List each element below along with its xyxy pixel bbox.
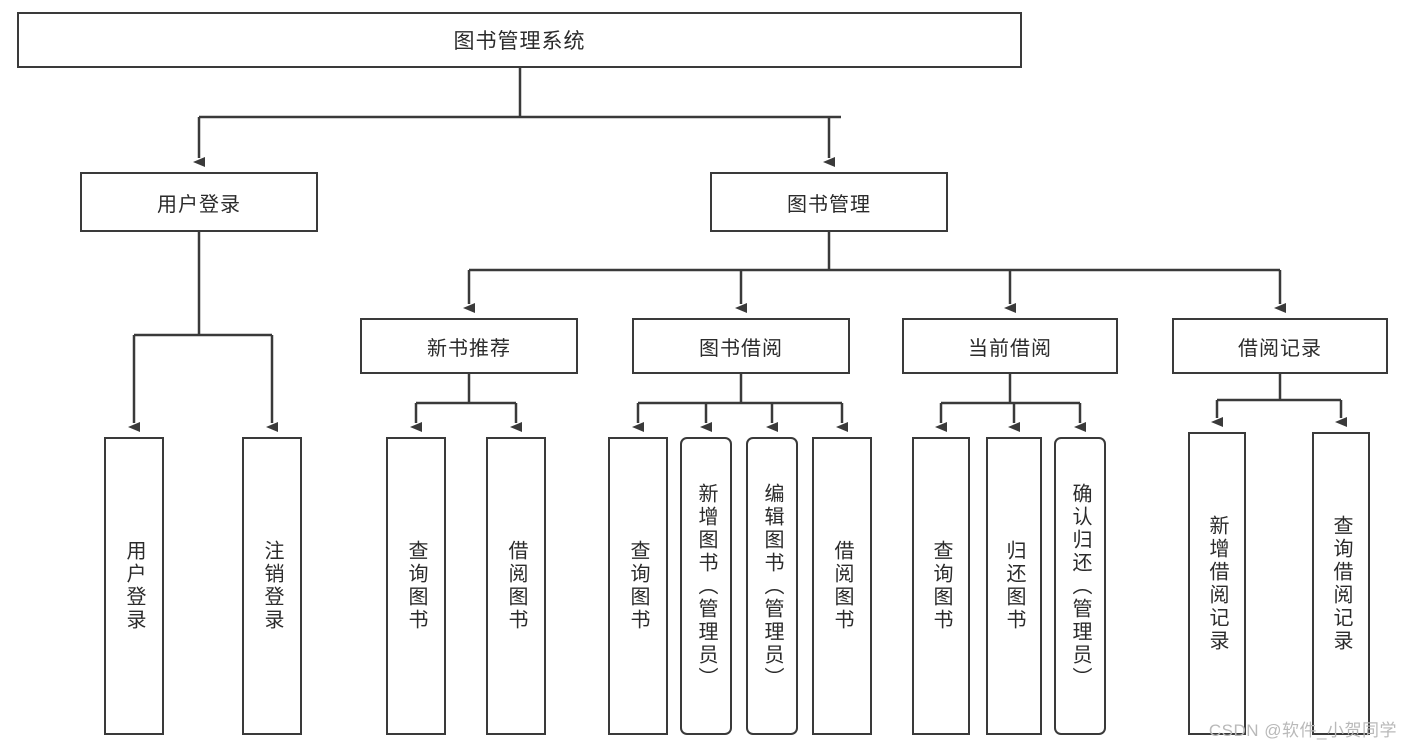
node-label: 查询借阅记录 <box>1330 514 1352 653</box>
level2-node-2[interactable]: 当前借阅 <box>902 318 1118 374</box>
node-label: 查询图书 <box>405 540 427 632</box>
level1-node-0[interactable]: 用户登录 <box>80 172 318 232</box>
node-label: 借阅图书 <box>831 540 853 632</box>
level1-node-1[interactable]: 图书管理 <box>710 172 948 232</box>
node-label: 图书借阅 <box>699 337 783 360</box>
level2-node-1[interactable]: 图书借阅 <box>632 318 850 374</box>
leaf-node-5[interactable]: 新增图书（管理员） <box>680 437 732 735</box>
node-label: 查询图书 <box>627 540 649 632</box>
leaf-node-3[interactable]: 借阅图书 <box>486 437 546 735</box>
node-label: 图书管理系统 <box>453 30 586 53</box>
node-label: 归还图书 <box>1003 540 1025 632</box>
csdn-watermark: CSDN @软件_小贺同学 <box>1208 721 1397 740</box>
node-label: 新增借阅记录 <box>1206 514 1228 653</box>
leaf-node-12[interactable]: 查询借阅记录 <box>1312 432 1370 735</box>
leaf-node-8[interactable]: 查询图书 <box>912 437 970 735</box>
node-label: 用户登录 <box>123 540 145 632</box>
node-label: 新书推荐 <box>427 337 511 360</box>
leaf-node-10[interactable]: 确认归还（管理员） <box>1054 437 1106 735</box>
node-label: 注销登录 <box>261 540 283 632</box>
leaf-node-1[interactable]: 注销登录 <box>242 437 302 735</box>
node-label: 借阅记录 <box>1238 337 1322 360</box>
root-node[interactable]: 图书管理系统 <box>17 12 1022 68</box>
leaf-node-4[interactable]: 查询图书 <box>608 437 668 735</box>
level2-node-3[interactable]: 借阅记录 <box>1172 318 1388 374</box>
node-label: 查询图书 <box>930 540 952 632</box>
leaf-node-0[interactable]: 用户登录 <box>104 437 164 735</box>
level2-node-0[interactable]: 新书推荐 <box>360 318 578 374</box>
node-label: 当前借阅 <box>968 337 1052 360</box>
node-label: 图书管理 <box>787 193 871 216</box>
leaf-node-6[interactable]: 编辑图书（管理员） <box>746 437 798 735</box>
leaf-node-2[interactable]: 查询图书 <box>386 437 446 735</box>
node-label: 用户登录 <box>157 193 241 216</box>
leaf-node-9[interactable]: 归还图书 <box>986 437 1042 735</box>
node-label: 借阅图书 <box>505 540 527 632</box>
leaf-node-7[interactable]: 借阅图书 <box>812 437 872 735</box>
node-label: 编辑图书（管理员） <box>761 482 783 690</box>
node-label: 新增图书（管理员） <box>695 482 717 690</box>
leaf-node-11[interactable]: 新增借阅记录 <box>1188 432 1246 735</box>
node-label: 确认归还（管理员） <box>1069 482 1091 690</box>
